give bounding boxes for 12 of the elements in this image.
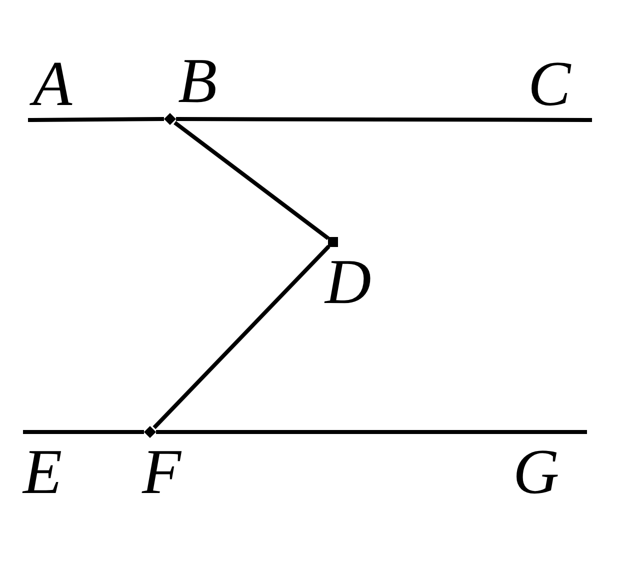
line-segment	[152, 244, 330, 430]
point-label: C	[528, 52, 571, 116]
point-label: F	[142, 440, 182, 504]
line-segment	[27, 430, 144, 434]
line-segment	[32, 117, 164, 122]
point-label: E	[23, 440, 62, 504]
point-label: G	[513, 440, 560, 504]
line-segment	[174, 121, 330, 240]
line-segment	[156, 430, 583, 434]
point-label: D	[325, 250, 372, 314]
point-label: B	[178, 49, 218, 113]
line-segment	[176, 117, 588, 122]
